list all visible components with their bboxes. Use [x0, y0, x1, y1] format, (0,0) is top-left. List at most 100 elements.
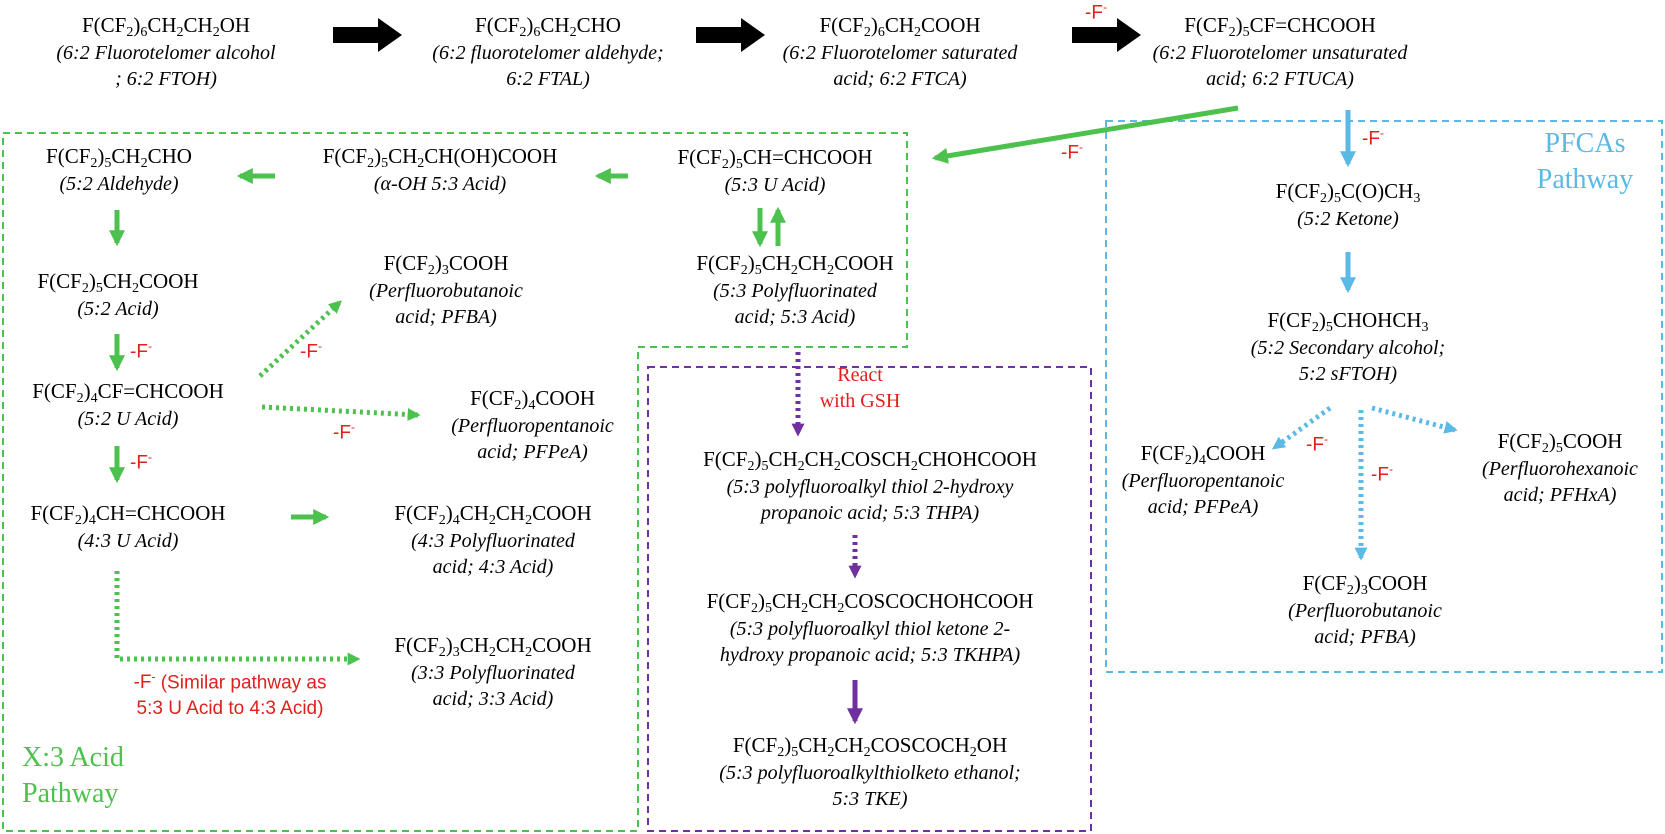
- compound-description: 6:2 FTAL): [506, 68, 590, 91]
- fluoride-loss-label: -F-: [1085, 0, 1107, 24]
- compound-formula: F(CF2)4COOH: [1140, 441, 1266, 468]
- compound-description: (5:3 polyfluoroalkylthiolketo ethanol;: [719, 761, 1021, 784]
- fluoride-loss-label: -F-: [300, 339, 322, 363]
- fluoride-loss-label: -F-: [130, 339, 152, 363]
- compound-description: acid; PFPeA): [477, 441, 588, 464]
- compound-description: acid; PFPeA): [1147, 496, 1259, 519]
- fluoride-loss-label: -F-: [1371, 462, 1393, 486]
- arrow-ftca-ftuca: [1072, 18, 1141, 52]
- compound-description: (6:2 fluorotelomer aldehyde;: [432, 41, 664, 64]
- compound-formula: F(CF2)4CH=CHCOOH: [30, 501, 226, 528]
- compound-description: 5:3 TKE): [832, 788, 908, 811]
- compound-alpha-oh-5-3-acid: F(CF2)5CH2CH(OH)COOH(α-OH 5:3 Acid): [290, 143, 590, 197]
- compound-description: (6:2 Fluorotelomer unsaturated: [1152, 41, 1408, 64]
- compound-pfba-pfcas: F(CF2)3COOH(Perfluorobutanoic acid; PFBA): [1260, 570, 1470, 651]
- compound-5-2-sftoh: F(CF2)5CHOHCH3(5:2 Secondary alcohol; 5:2…: [1218, 307, 1478, 388]
- compound-formula: F(CF2)3COOH: [383, 251, 509, 278]
- compound-5-2-ketone: F(CF2)5C(O)CH3(5:2 Ketone): [1228, 178, 1468, 232]
- compound-formula: F(CF2)5CH2CH(OH)COOH: [322, 144, 558, 171]
- compound-pfba-x3: F(CF2)3COOH(Perfluorobutanoic acid; PFBA): [336, 250, 556, 331]
- compound-description: ; 6:2 FTOH): [115, 68, 217, 91]
- arrow-ua43-acid33: [114, 571, 361, 666]
- compound-formula: F(CF2)5CH=CHCOOH: [677, 145, 873, 172]
- fluoride-loss-label: -F-: [1061, 140, 1083, 164]
- pfcas-pathway-box: [1105, 120, 1663, 673]
- compound-description: propanoic acid; 5:3 THPA): [760, 502, 980, 525]
- compound-formula: F(CF2)5CHOHCH3: [1267, 308, 1429, 335]
- compound-description: (5:3 polyfluoroalkyl thiol 2-hydroxy: [726, 475, 1014, 498]
- compound-formula: F(CF2)6CH2CH2OH: [81, 13, 251, 40]
- arrow-ftuca-ua53: [931, 105, 1239, 164]
- compound-formula: F(CF2)4COOH: [470, 386, 595, 413]
- compound-5-3-u-acid: F(CF2)5CH=CHCOOH(5:3 U Acid): [640, 144, 910, 198]
- compound-6-2-ftoh: F(CF2)6CH2CH2OH(6:2 Fluorotelomer alcoho…: [0, 12, 332, 93]
- compound-description: (5:3 U Acid): [724, 173, 826, 196]
- compound-5-2-aldehyde: F(CF2)5CH2CHO(5:2 Aldehyde): [14, 143, 224, 197]
- compound-description: (5:2 Secondary alcohol;: [1250, 336, 1446, 359]
- compound-formula: F(CF2)5CH2CH2COSCH2CHOHCOOH: [703, 447, 1037, 474]
- compound-formula: F(CF2)5CF=CHCOOH: [1184, 13, 1376, 40]
- compound-5-2-u-acid: F(CF2)4CF=CHCOOH(5:2 U Acid): [8, 378, 248, 432]
- compound-description: (6:2 Fluorotelomer alcohol: [56, 41, 276, 64]
- arrow-sftoh-pfpea: [1271, 405, 1332, 451]
- compound-description: (Perfluorobutanoic: [369, 279, 523, 302]
- x3-pathway-box: [2, 132, 908, 832]
- react-with-gsh-label: React with GSH: [819, 364, 901, 412]
- compound-5-3-tke: F(CF2)5CH2CH2COSCOCH2OH(5:3 polyfluoroal…: [655, 732, 1085, 813]
- compound-formula: F(CF2)5C(O)CH3: [1275, 179, 1421, 206]
- compound-description: (5:2 Acid): [77, 297, 159, 320]
- fluoride-loss-label: -F-: [1362, 126, 1384, 150]
- arrow-ua52-pfpea: [261, 404, 421, 421]
- fluoride-loss-label: -F-: [133, 670, 156, 694]
- fluoride-loss-label: -F-: [333, 420, 355, 444]
- similar-pathway-note: -F- (Similar pathway as 5:3 U Acid to 4:…: [133, 670, 327, 719]
- compound-description: hydroxy propanoic acid; 5:3 TKHPA): [719, 644, 1021, 667]
- compound-description: 5:2 sFTOH): [1299, 363, 1397, 386]
- compound-formula: F(CF2)5CH2COOH: [37, 269, 199, 296]
- fluoride-loss-label: -F-: [1306, 432, 1328, 456]
- compound-5-3-thpa: F(CF2)5CH2CH2COSCH2CHOHCOOH(5:3 polyfluo…: [655, 446, 1085, 527]
- compound-description: (5:2 U Acid): [77, 407, 179, 430]
- compound-6-2-ftca: F(CF2)6CH2COOH(6:2 Fluorotelomer saturat…: [750, 12, 1050, 93]
- compound-description: (3:3 Polyfluorinated: [411, 661, 575, 684]
- compound-description: (5:3 Polyfluorinated: [713, 279, 877, 302]
- compound-description: (6:2 Fluorotelomer saturated: [782, 41, 1018, 64]
- compound-description: (Perfluorobutanoic: [1288, 599, 1442, 622]
- compound-4-3-u-acid: F(CF2)4CH=CHCOOH(4:3 U Acid): [8, 500, 248, 554]
- compound-description: (5:3 polyfluoroalkyl thiol ketone 2-: [729, 617, 1011, 640]
- compound-description: acid; PFHxA): [1503, 484, 1617, 507]
- compound-formula: F(CF2)6CH2CHO: [475, 13, 621, 40]
- compound-6-2-ftuca: F(CF2)5CF=CHCOOH(6:2 Fluorotelomer unsat…: [1115, 12, 1445, 93]
- compound-description: acid; 6:2 FTCA): [833, 68, 967, 91]
- compound-formula: F(CF2)5CH2CH2COSCOCHOHCOOH: [706, 589, 1034, 616]
- fluoride-loss-label: -F-: [130, 450, 152, 474]
- compound-description: (5:2 Ketone): [1297, 207, 1399, 230]
- compound-description: acid; PFBA): [395, 306, 497, 329]
- arrow-ftoh-ftal: [333, 18, 402, 52]
- compound-description: (Perfluorohexanoic: [1482, 457, 1638, 480]
- compound-description: (Perfluoropentanoic: [1121, 469, 1285, 492]
- compound-pfhxa: F(CF2)5COOH(Perfluorohexanoic acid; PFHxA…: [1455, 428, 1665, 509]
- compound-formula: F(CF2)5COOH: [1497, 429, 1623, 456]
- compound-formula: F(CF2)5CH2CHO: [46, 144, 192, 171]
- compound-formula: F(CF2)4CF=CHCOOH: [32, 379, 224, 406]
- compound-description: (α-OH 5:3 Acid): [373, 172, 507, 195]
- compound-formula: F(CF2)6CH2COOH: [819, 13, 981, 40]
- compound-formula: F(CF2)5CH2CH2COSCOCH2OH: [732, 733, 1008, 760]
- pfcas-pathway-title: PFCAs Pathway: [1536, 128, 1634, 196]
- compound-description: (4:3 U Acid): [77, 529, 179, 552]
- compound-description: acid; PFBA): [1314, 626, 1416, 649]
- compound-formula: F(CF2)5CH2CH2COOH: [696, 251, 894, 278]
- compound-formula: F(CF2)4CH2CH2COOH: [394, 501, 592, 528]
- arrow-sftoh-pfhxa: [1371, 405, 1458, 434]
- compound-formula: F(CF2)3COOH: [1302, 571, 1428, 598]
- compound-5-2-acid: F(CF2)5CH2COOH(5:2 Acid): [8, 268, 228, 322]
- compound-6-2-ftal: F(CF2)6CH2CHO(6:2 fluorotelomer aldehyde…: [398, 12, 698, 93]
- x3-acid-pathway-title: X:3 Acid Pathway: [22, 742, 124, 810]
